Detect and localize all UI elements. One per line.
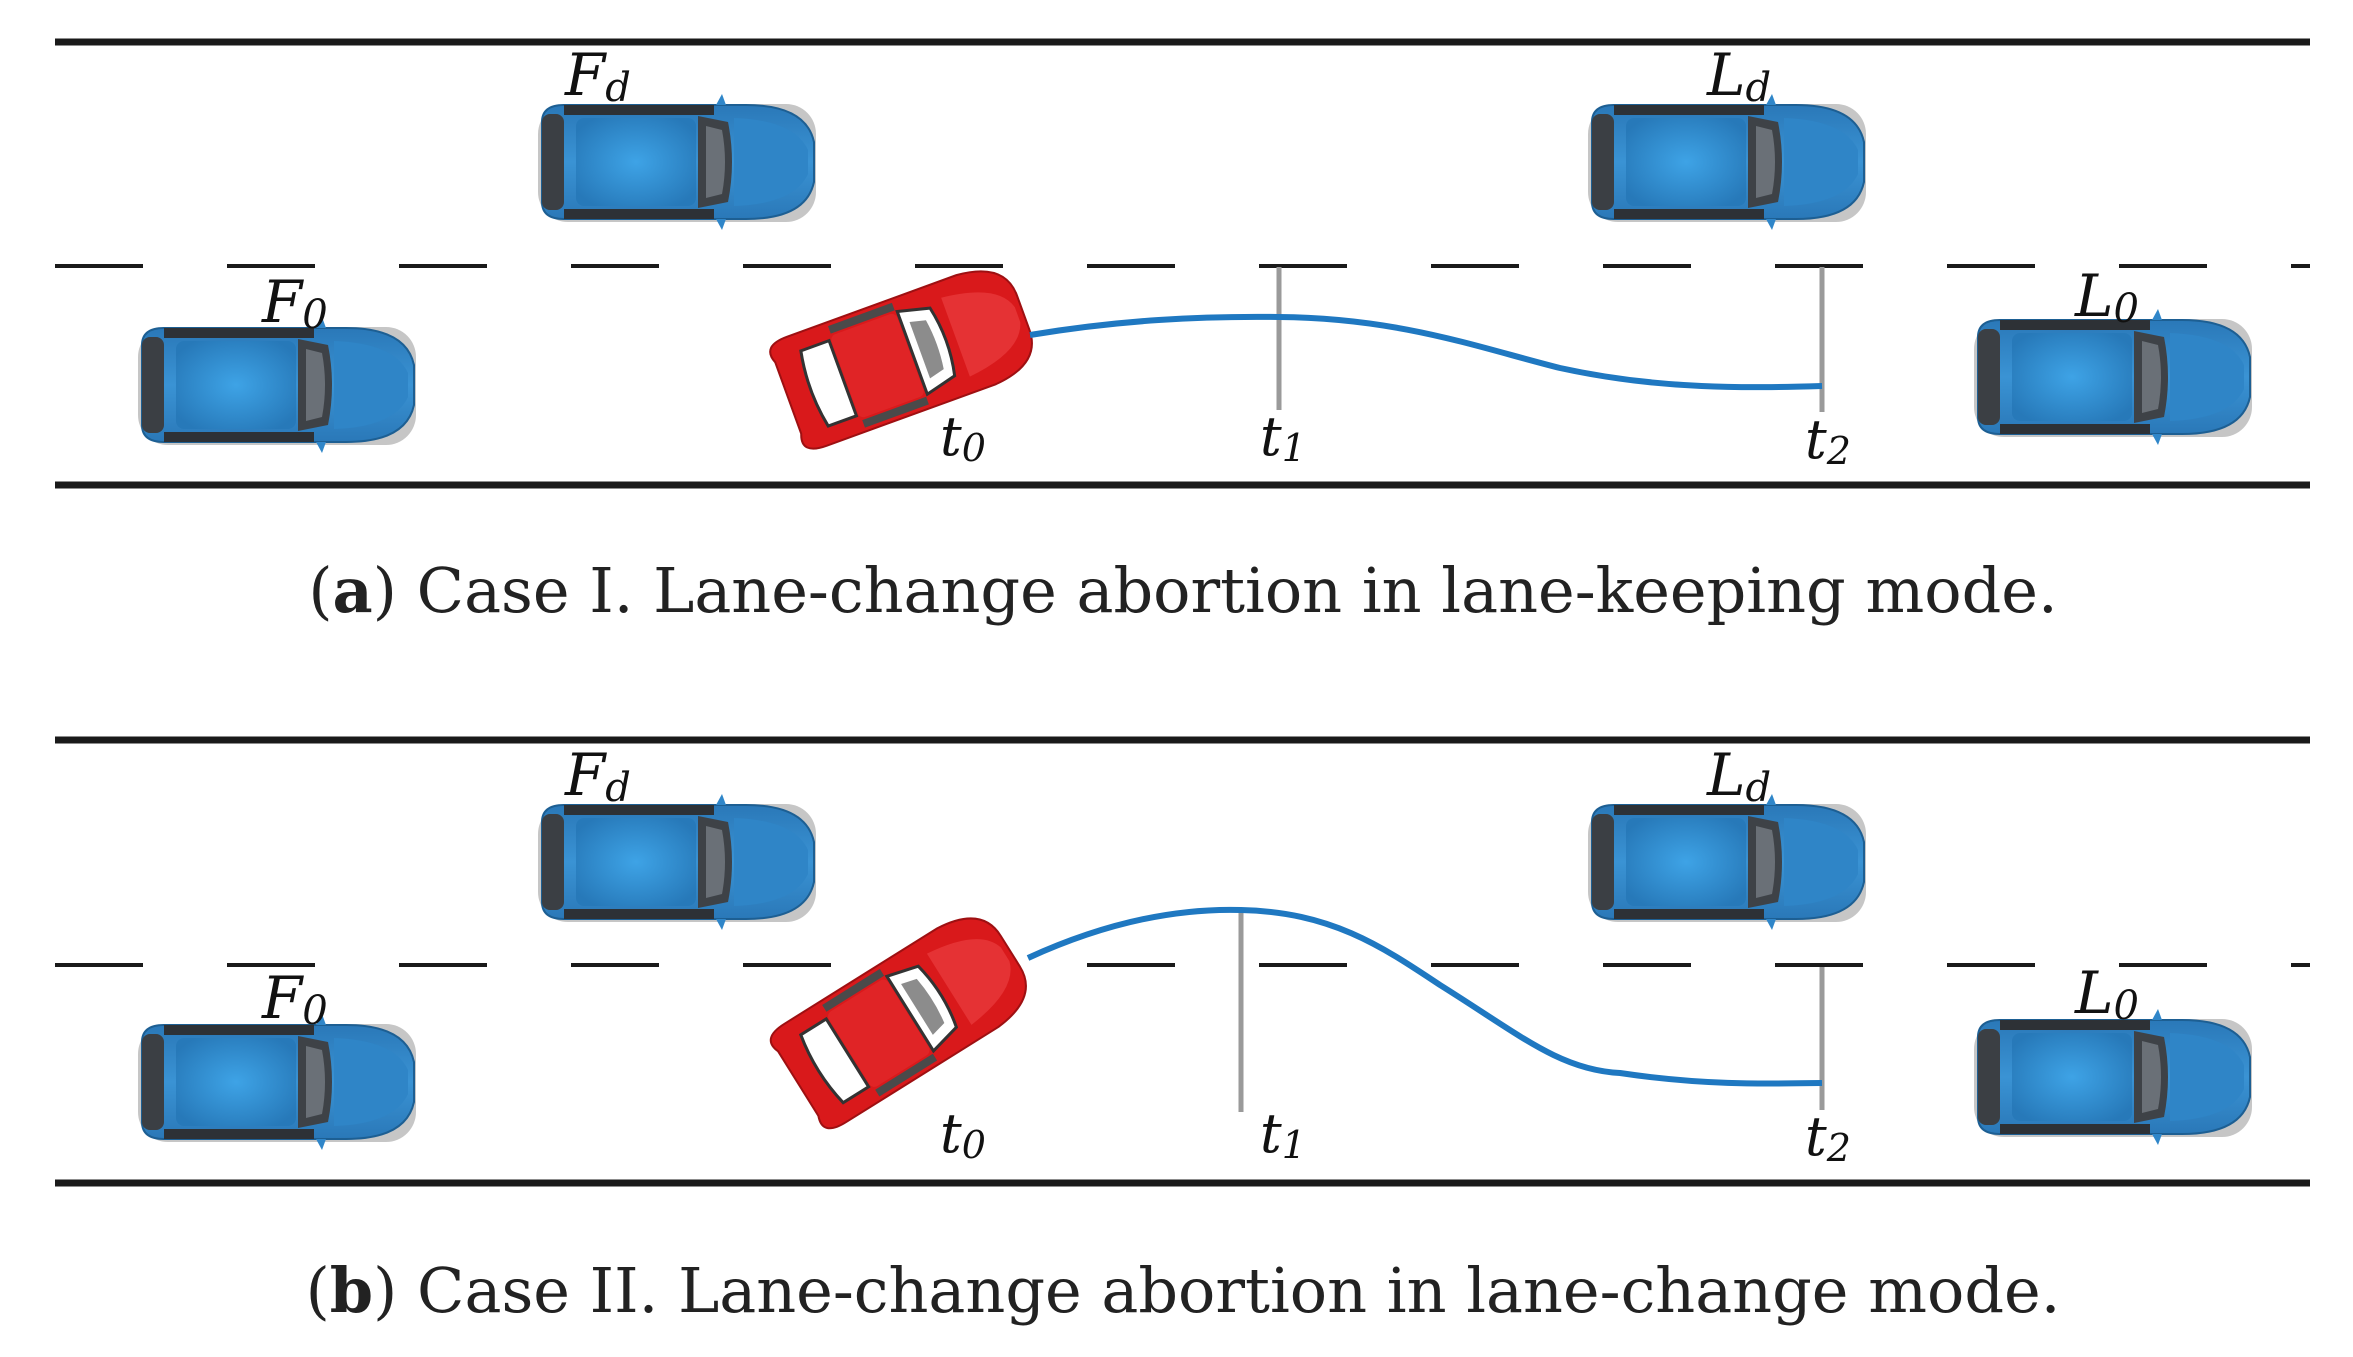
label-f0-sub: 0 [302,988,327,1034]
caption-a-tag: a [333,554,373,627]
caption-a: (a) Case I. Lane-change abortion in lane… [308,554,2057,627]
label-fd-sub: d [605,65,631,111]
panel-b: Fd Ld F0 L0 t0 t1 t2 (b) Case II. Lane-c… [55,736,2310,1327]
label-t2-main: t [1805,1105,1827,1168]
label-ld-main: L [1706,41,1746,109]
label-t0-sub: 0 [962,426,986,470]
trajectory [1029,313,1823,391]
label-ld-sub: d [1746,765,1772,811]
label-f0-sub: 0 [302,292,327,338]
label-t1-sub: 1 [1282,426,1306,470]
label-t0-main: t [940,1102,962,1165]
label-t2-sub: 2 [1826,429,1851,473]
label-l0: L0 [2074,959,2139,1029]
ego-vehicle [765,256,1045,455]
label-f0-main: F [261,964,304,1032]
label-l0-main: L [2074,262,2114,330]
vehicle-f0 [137,316,417,454]
label-fd-sub: d [605,765,631,811]
caption-b-tag: b [330,1254,373,1327]
label-f0: F0 [261,268,328,338]
caption-b-text: Case II. Lane-change abortion in lane-ch… [417,1254,2060,1327]
vehicle-fd [537,793,817,931]
label-f0-main: F [261,268,304,336]
vehicle-fd [537,93,817,231]
label-l0-sub: 0 [2114,983,2139,1029]
caption-b: (b) Case II. Lane-change abortion in lan… [306,1254,2061,1327]
label-fd-main: F [564,741,607,809]
label-f0: F0 [261,964,328,1034]
label-t1-main: t [1260,1102,1282,1165]
label-l0: L0 [2074,262,2139,332]
label-t2: t2 [1805,1105,1851,1170]
label-t1: t1 [1260,405,1306,470]
vehicle-f0 [137,1013,417,1151]
vehicle-ld [1587,93,1867,231]
panel-a: Fd Ld F0 L0 t0 t1 t2 (a) Case I. Lane-ch… [55,38,2310,627]
label-fd: Fd [564,741,631,811]
label-t0: t0 [940,405,986,470]
trajectory [1026,906,1823,1087]
label-t0-main: t [940,405,962,468]
label-t0: t0 [940,1102,986,1167]
label-t2-sub: 2 [1826,1126,1851,1170]
label-l0-main: L [2074,959,2114,1027]
label-ld: Ld [1706,41,1771,111]
label-t0-sub: 0 [962,1123,986,1167]
caption-a-text: Case I. Lane-change abortion in lane-kee… [417,554,2058,627]
vehicle-l0 [1973,1008,2253,1146]
ego-vehicle [764,900,1043,1136]
label-t1: t1 [1260,1102,1306,1167]
label-t2: t2 [1805,408,1851,473]
vehicle-ld [1587,793,1867,931]
label-t1-sub: 1 [1282,1123,1306,1167]
label-fd: Fd [564,41,631,111]
label-ld: Ld [1706,741,1771,811]
label-t1-main: t [1260,405,1282,468]
label-fd-main: F [564,41,607,109]
label-ld-main: L [1706,741,1746,809]
label-ld-sub: d [1746,65,1772,111]
label-t2-main: t [1805,408,1827,471]
label-l0-sub: 0 [2114,286,2139,332]
